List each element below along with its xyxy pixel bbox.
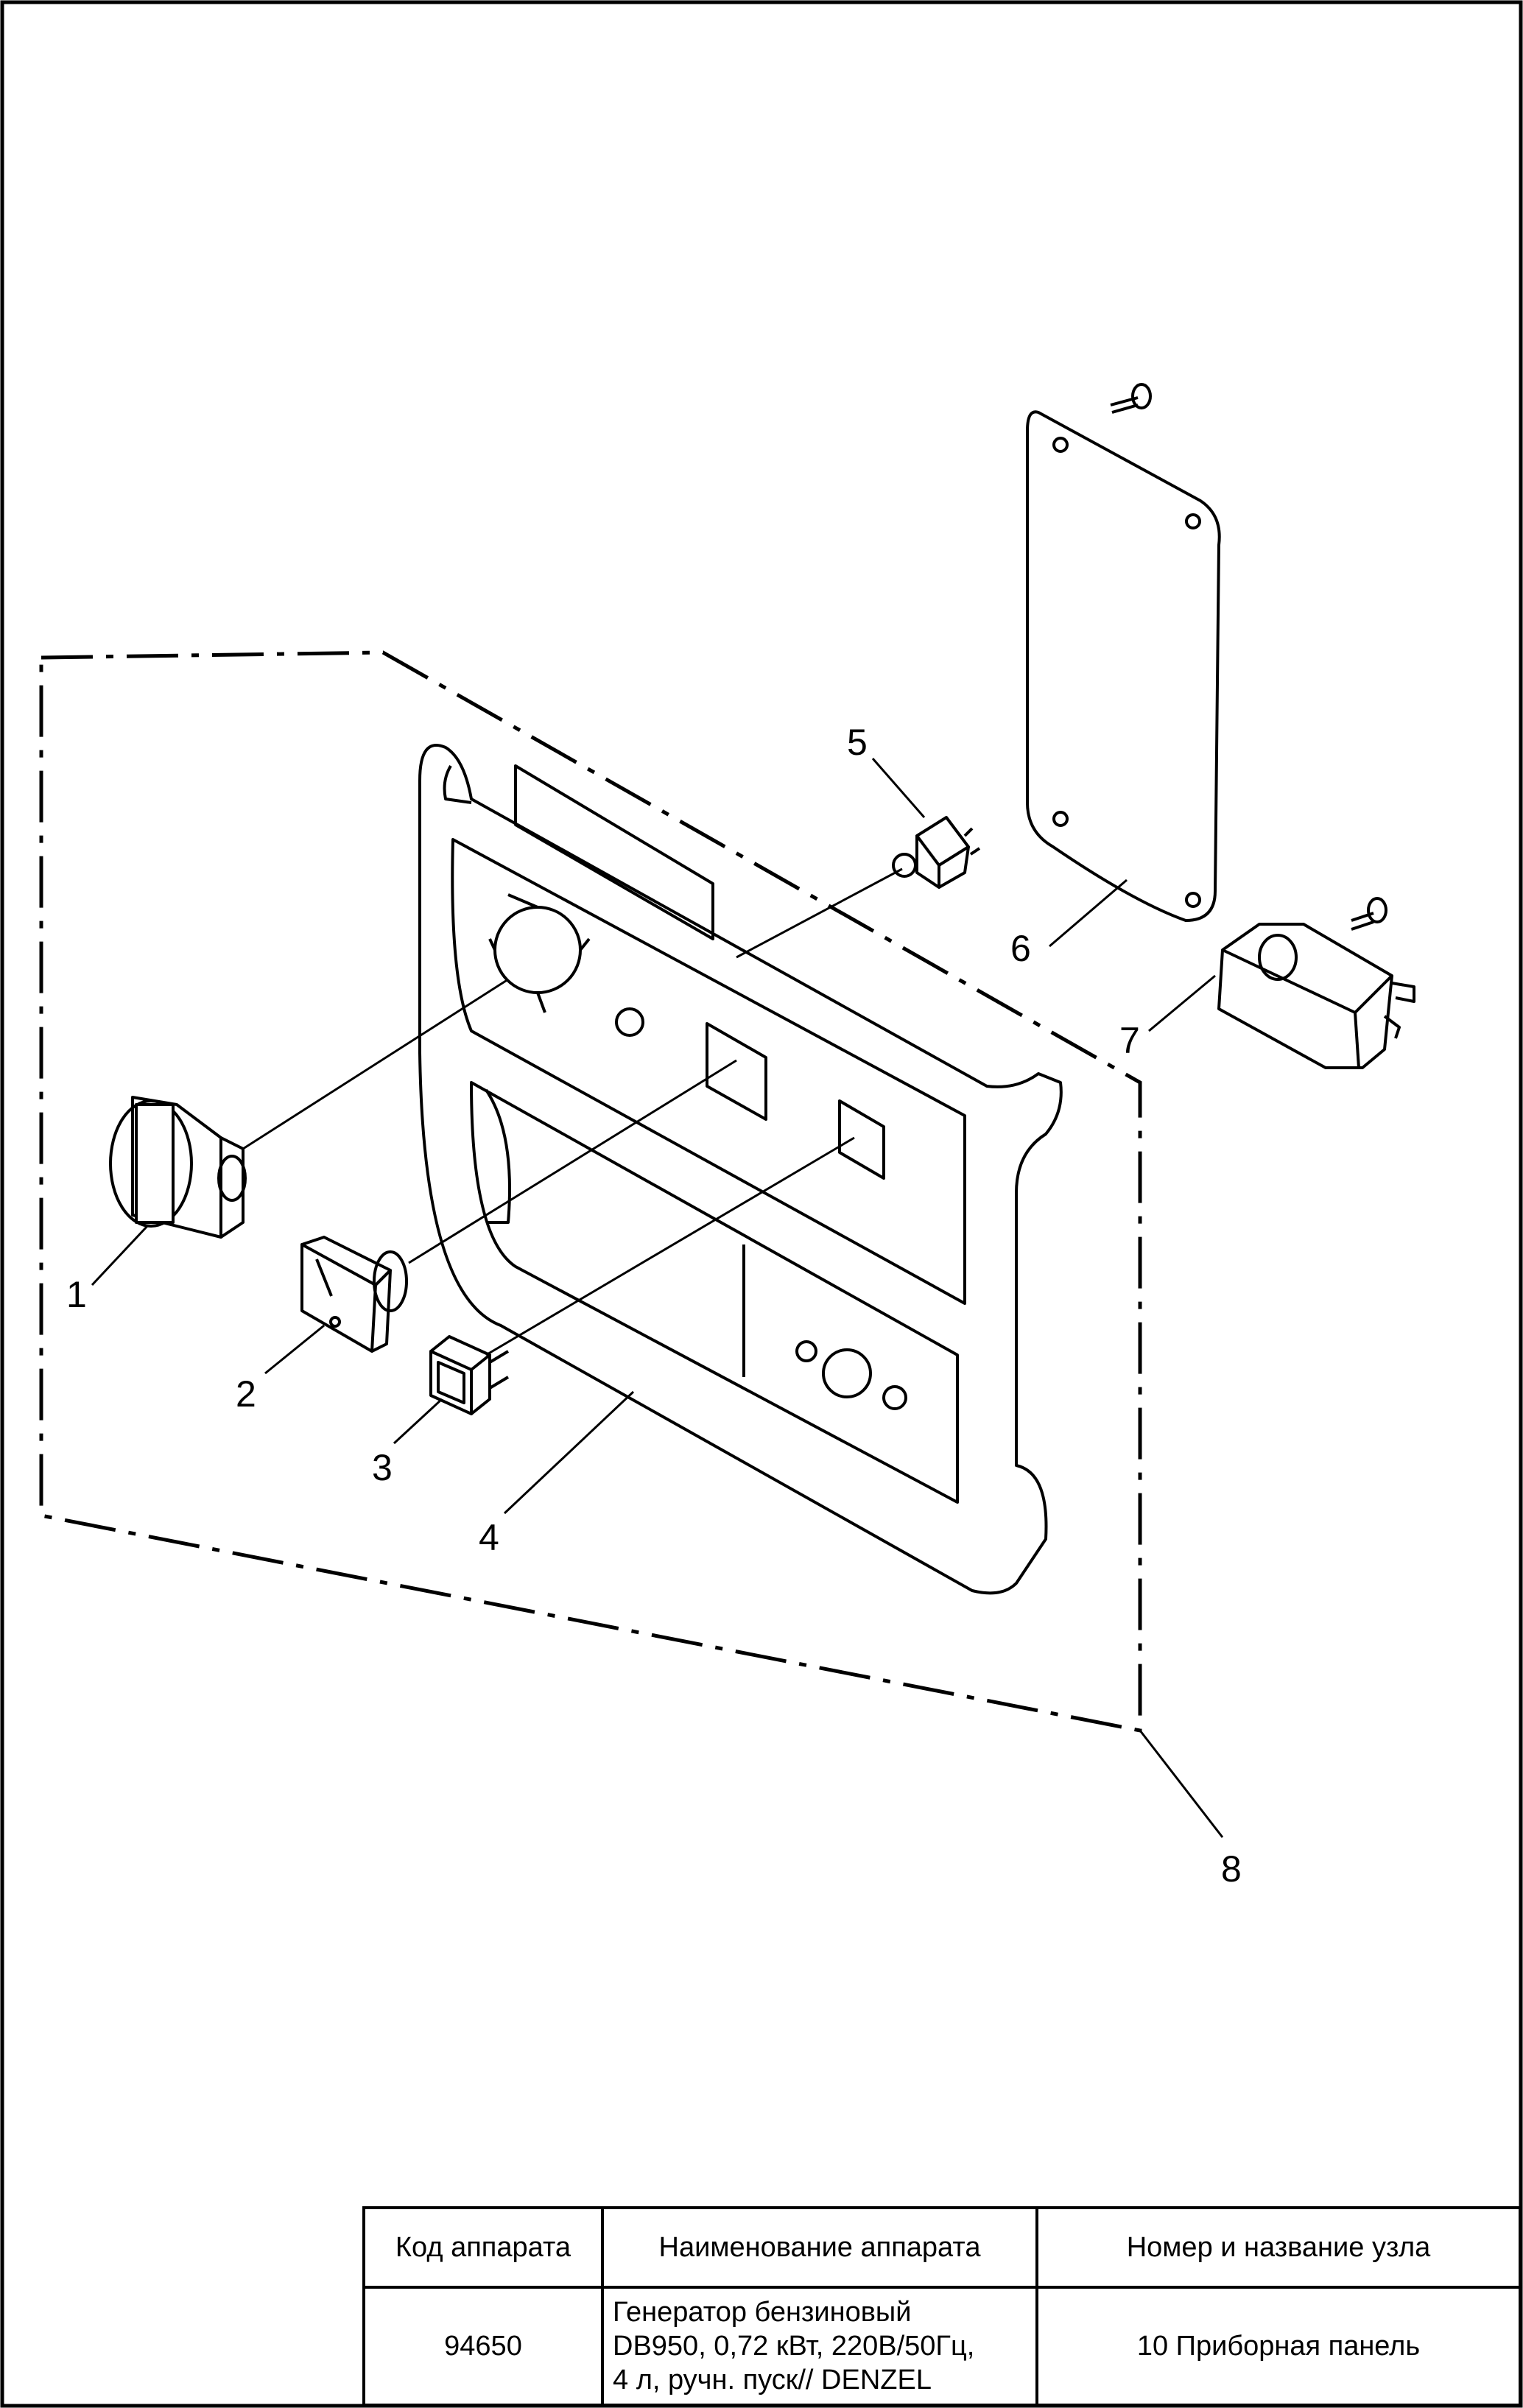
cell-node: 10 Приборная панель xyxy=(1035,2286,1522,2407)
panel-meter xyxy=(300,1236,408,1353)
callout-6: 6 xyxy=(1010,928,1031,969)
callout-2: 2 xyxy=(236,1373,256,1415)
cover-plate xyxy=(1026,410,1221,922)
header-code: Код аппарата xyxy=(362,2206,604,2289)
outlet-socket xyxy=(109,1096,247,1239)
callout-8: 8 xyxy=(1221,1848,1242,1890)
cell-code: 94650 xyxy=(362,2286,604,2407)
callout-4: 4 xyxy=(479,1517,499,1558)
cell-name: Генератор бензиновый DB950, 0,72 кВт, 22… xyxy=(601,2286,1038,2407)
bracket xyxy=(1217,923,1415,1069)
callout-7: 7 xyxy=(1119,1020,1140,1061)
assembly-outline xyxy=(39,650,1142,1733)
header-name: Наименование аппарата xyxy=(601,2206,1038,2289)
screw xyxy=(1351,897,1387,931)
table-row: 94650 Генератор бензиновый DB950, 0,72 к… xyxy=(362,2286,1522,2407)
table-header-row: Код аппарата Наименование аппарата Номер… xyxy=(362,2206,1522,2289)
callout-3: 3 xyxy=(372,1447,393,1488)
spec-table: Код аппарата Наименование аппарата Номер… xyxy=(362,2206,1522,2407)
leader-lines xyxy=(91,758,1224,1838)
circuit-breaker xyxy=(892,816,981,889)
callout-5: 5 xyxy=(847,722,868,763)
instrument-panel xyxy=(418,744,1063,1595)
assembly-lines xyxy=(242,867,903,1356)
callout-1: 1 xyxy=(66,1274,87,1315)
header-node: Номер и название узла xyxy=(1035,2206,1522,2289)
screw xyxy=(1110,383,1152,414)
rocker-switch xyxy=(429,1335,510,1415)
